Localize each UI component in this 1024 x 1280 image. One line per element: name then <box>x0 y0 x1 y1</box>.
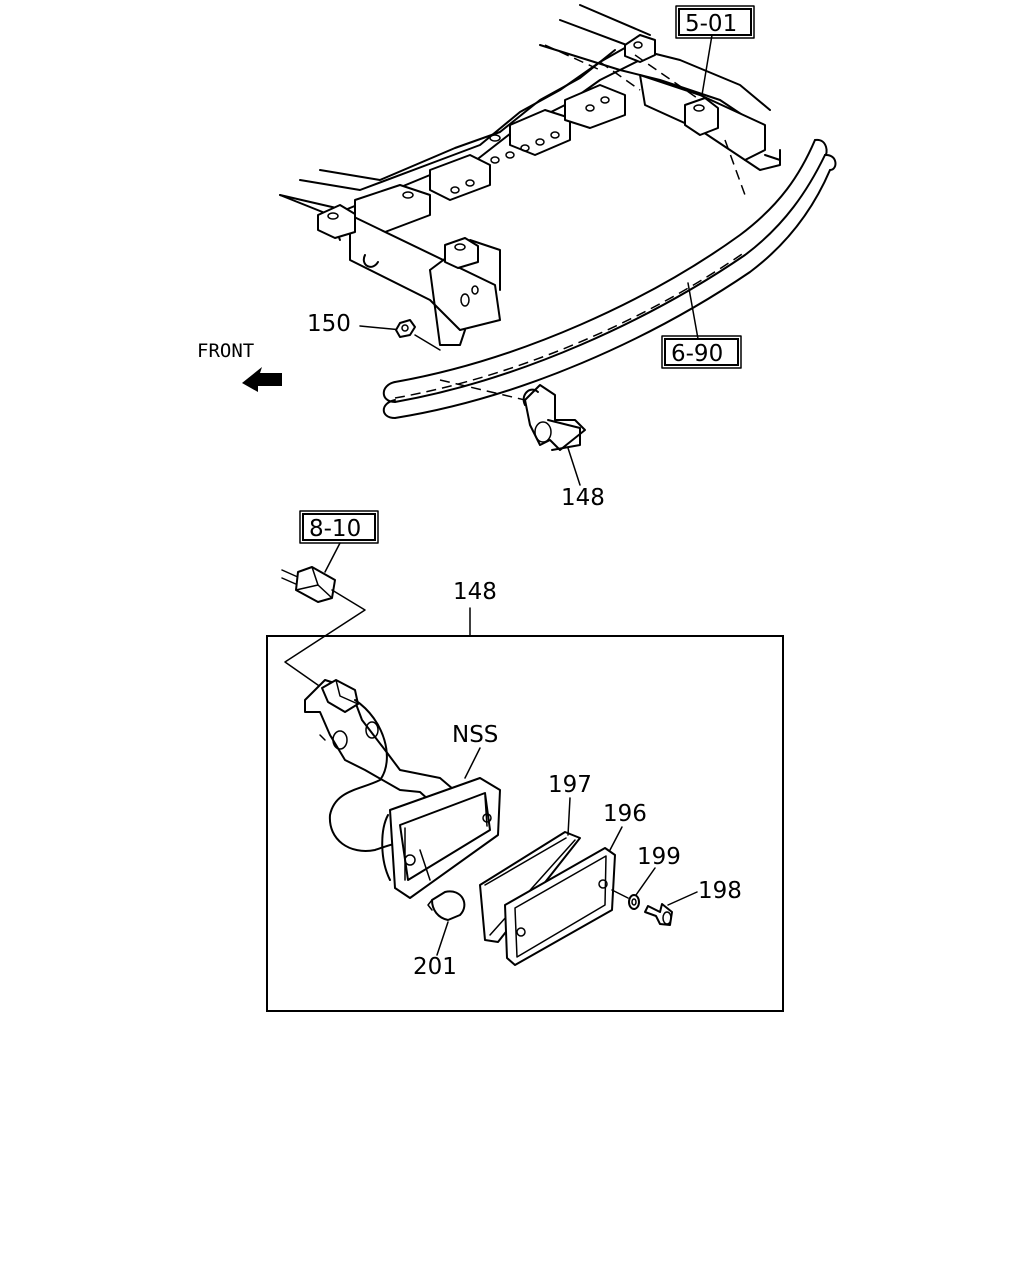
ref-6-90-text: 6-90 <box>671 341 723 367</box>
ref-5-01-text: 5-01 <box>685 11 737 37</box>
callout-196: 196 <box>603 801 647 827</box>
lamp-housing <box>304 679 501 921</box>
callout-201: 201 <box>413 954 457 980</box>
leader-lines-lower <box>436 747 698 956</box>
callout-148-box: 148 <box>453 579 497 605</box>
callout-148-top: 148 <box>561 485 605 511</box>
ref-box-6-90: 6-90 <box>661 335 742 369</box>
lens-196 <box>504 847 616 966</box>
callout-198: 198 <box>698 878 742 904</box>
callout-197: 197 <box>548 772 592 798</box>
front-arrow-icon <box>242 367 282 392</box>
rail-holes <box>402 96 610 199</box>
lamp-assembly-small <box>522 384 586 451</box>
screw-198 <box>644 903 673 926</box>
ref-box-5-01: 5-01 <box>675 5 755 39</box>
chassis-frame <box>279 4 781 401</box>
callout-199: 199 <box>637 844 681 870</box>
harness-connector <box>281 566 366 691</box>
ref-box-8-10: 8-10 <box>299 510 379 544</box>
front-label: FRONT <box>197 340 254 362</box>
callout-nss: NSS <box>452 722 498 748</box>
ref-8-10-text: 8-10 <box>309 516 361 542</box>
bumper-tubes <box>382 138 837 419</box>
detail-frame <box>266 635 784 1012</box>
leader-lines-upper <box>359 34 713 486</box>
nut-150 <box>395 319 416 338</box>
callout-150: 150 <box>307 311 351 337</box>
washer-199 <box>611 889 640 910</box>
